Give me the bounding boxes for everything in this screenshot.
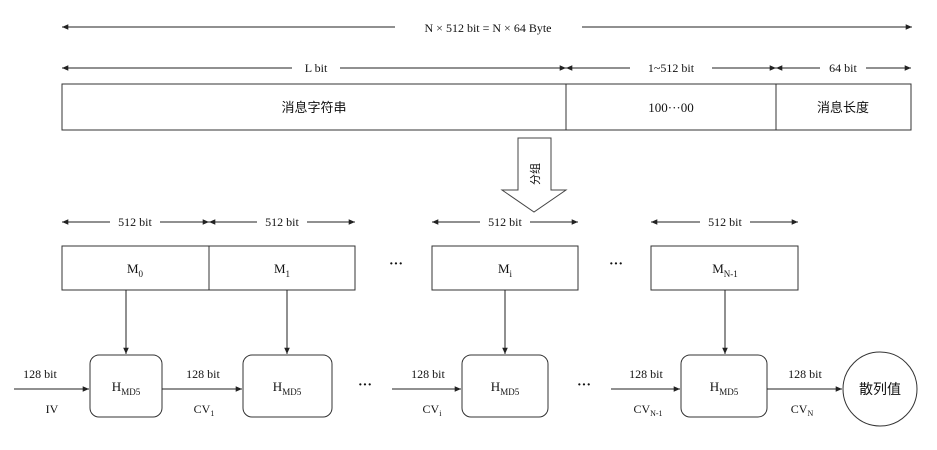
total-length-span: N × 512 bit = N × 64 Byte [62,21,912,35]
hash-unit-label: HMD5 [112,379,141,397]
hash-result-label: 散列值 [859,382,901,398]
chain-value-label: CVi [423,402,443,418]
length-label: 消息长度 [817,100,869,116]
block-mn-1 [650,245,799,291]
block-span-n-1: 512 bit [651,215,798,229]
segment-span-label: L bit [305,61,328,75]
block-m1 [208,245,356,291]
chain-ellipsis: ··· [577,378,591,393]
message-string-label: 消息字符串 [281,100,346,116]
hash-unit-label: HMD5 [710,379,739,397]
total-length-label: N × 512 bit = N × 64 Byte [425,21,552,35]
hash-unit [680,354,768,418]
hash-unit [461,354,549,418]
block-span-label: 512 bit [708,215,742,229]
block-span-1: 512 bit [209,215,355,229]
output-value-label: CVN [791,402,814,418]
chain-value-label: CV1 [194,402,215,418]
block-label: Mi [498,261,513,279]
block-label: M1 [274,261,290,279]
hash-unit-label: HMD5 [273,379,302,397]
chain-bits-label: 128 bit [411,367,445,381]
chain-bits-label: 128 bit [186,367,220,381]
message-bar: 消息字符串 100···00 消息长度 [61,83,912,131]
segment-span-label: 1~512 bit [648,61,695,75]
split-arrow-label: 分组 [528,163,542,185]
split-arrow: 分组 [500,137,568,213]
segment-span-length: 64 bit [776,61,911,75]
chain-bits-label: 128 bit [629,367,663,381]
hash-unit [242,354,333,418]
block-m0 [61,245,210,291]
split-arrow-icon [500,137,568,213]
block-ellipsis: ··· [609,257,623,272]
chain-bits-label: 128 bit [23,367,57,381]
block-span-label: 512 bit [488,215,522,229]
block-label: M0 [127,261,144,279]
hash-unit-label: HMD5 [491,379,520,397]
block-span-label: 512 bit [118,215,152,229]
segment-span-padding: 1~512 bit [566,61,776,75]
block-mi [431,245,579,291]
length-cell [775,83,912,131]
block-span-label: 512 bit [265,215,299,229]
message-string-cell [61,83,567,131]
hash-unit [89,354,163,418]
block-ellipsis: ··· [389,257,403,272]
segment-span-label: 64 bit [829,61,857,75]
padding-cell [565,83,777,131]
segment-span-message: L bit [62,61,566,75]
block-label: MN-1 [712,261,738,279]
chain-ellipsis: ··· [358,378,372,393]
padding-label: 100···00 [648,100,694,115]
block-span-0: 512 bit [62,215,209,229]
output-bits-label: 128 bit [788,367,822,381]
chain-value-label: IV [46,402,59,416]
hash-result-circle [842,351,918,427]
chain-value-label: CVN-1 [633,402,662,418]
block-span-i: 512 bit [432,215,578,229]
